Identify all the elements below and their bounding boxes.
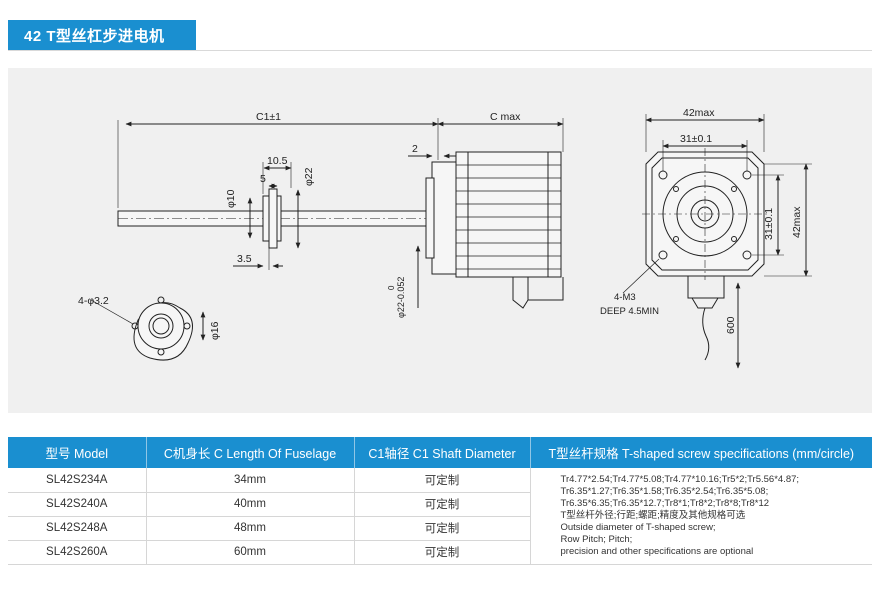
cell-shaft: 可定制 <box>354 540 531 565</box>
dim-600-label: 600 <box>725 316 737 334</box>
cell-length: 34mm <box>146 468 355 493</box>
nut-end-view <box>90 296 206 361</box>
notes-line: Tr4.77*2.54;Tr4.77*5.08;Tr4.77*10.16;Tr5… <box>560 473 800 485</box>
section-title: 42 T型丝杠步进电机 <box>24 28 165 45</box>
cell-shaft: 可定制 <box>354 516 531 541</box>
cell-length: 48mm <box>146 516 355 541</box>
dim-10.5-label: 10.5 <box>267 155 288 167</box>
notes-line: Row Pitch; Pitch; <box>560 533 633 545</box>
col-header-length: C机身长 C Length Of Fuselage <box>146 437 355 468</box>
side-view-labels: C1±1 C max 10.5 5 2 φ10 φ22 3.5 φ22-0.05… <box>225 111 521 318</box>
screw-spec-notes: Tr4.77*2.54;Tr4.77*5.08;Tr4.77*10.16;Tr5… <box>530 468 872 565</box>
cell-length: 60mm <box>146 540 355 565</box>
dim-phi22-tol-zero: 0 <box>387 285 396 290</box>
dim-deep-label: DEEP 4.5MIN <box>600 306 659 317</box>
notes-line: Tr6.35*1.27;Tr6.35*1.58;Tr6.35*2.54;Tr6.… <box>560 485 769 497</box>
notes-line: precision and other specifications are o… <box>560 545 754 557</box>
dim-phi22-label: φ22 <box>303 167 315 186</box>
table-row: SL42S260A 60mm 可定制 <box>8 540 872 565</box>
dim-3.5-label: 3.5 <box>237 253 252 265</box>
cell-model: SL42S260A <box>8 540 147 565</box>
dim-2-label: 2 <box>412 143 418 155</box>
cell-model: SL42S240A <box>8 492 147 517</box>
technical-drawing: C1±1 C max 10.5 5 2 φ10 φ22 3.5 φ22-0.05… <box>78 107 812 369</box>
dim-phi16-label: φ16 <box>209 321 221 340</box>
table-row: SL42S234A 34mm 可定制 Tr4.77*2.54;Tr4.77*5.… <box>8 468 872 565</box>
cell-length: 40mm <box>146 492 355 517</box>
cell-shaft: 可定制 <box>354 468 531 493</box>
cell-shaft: 可定制 <box>354 492 531 517</box>
front-view <box>622 114 812 369</box>
title-divider <box>8 50 872 51</box>
notes-line: Tr6.35*6.35;Tr6.35*12.7;Tr8*1;Tr8*2;Tr8*… <box>560 497 770 509</box>
spec-table: 型号 Model C机身长 C Length Of Fuselage C1轴径 … <box>8 437 872 565</box>
technical-drawing-panel: C1±1 C max 10.5 5 2 φ10 φ22 3.5 φ22-0.05… <box>8 68 872 413</box>
dim-m3-label: 4-M3 <box>614 292 636 303</box>
notes-line: T型丝杆外径;行距;螺距;精度及其他规格可选 <box>560 509 746 521</box>
col-header-model: 型号 Model <box>8 437 147 468</box>
notes-line: Outside diameter of T-shaped screw; <box>560 521 716 533</box>
table-row: SL42S240A 40mm 可定制 <box>8 492 872 517</box>
col-header-screw-spec: T型丝杆规格 T-shaped screw specifications (mm… <box>530 437 872 468</box>
dim-31-width-label: 31±0.1 <box>680 133 712 145</box>
dim-31-height-label: 31±0.1 <box>763 208 775 240</box>
dim-holes-label: 4-φ3.2 <box>78 295 109 307</box>
dim-5-label: 5 <box>260 173 266 185</box>
dim-42max-height-label: 42max <box>791 206 803 238</box>
col-header-shaft: C1轴径 C1 Shaft Diameter <box>354 437 531 468</box>
dim-phi10-label: φ10 <box>225 189 237 208</box>
section-title-tab: 42 T型丝杠步进电机 <box>8 20 196 51</box>
dim-c1-label: C1±1 <box>256 111 281 123</box>
cell-model: SL42S234A <box>8 468 147 493</box>
side-view <box>117 118 564 309</box>
dim-phi22-tol-label: φ22-0.052 <box>396 277 406 318</box>
dim-cmax-label: C max <box>490 111 521 123</box>
dim-42max-width-label: 42max <box>683 107 715 119</box>
table-row: SL42S248A 48mm 可定制 <box>8 516 872 541</box>
cell-model: SL42S248A <box>8 516 147 541</box>
table-header-row: 型号 Model C机身长 C Length Of Fuselage C1轴径 … <box>8 437 872 468</box>
